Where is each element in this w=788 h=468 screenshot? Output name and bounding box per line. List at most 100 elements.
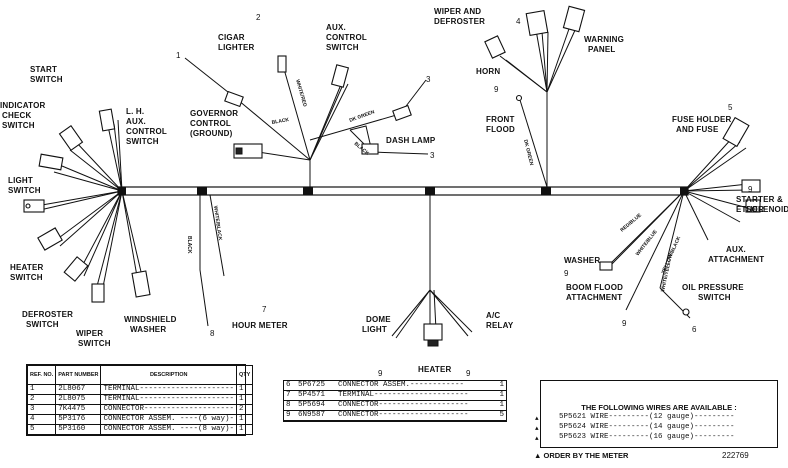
wire-tag-white-blue: WHITE/BLUE: [635, 228, 659, 257]
qty-cell: 1: [492, 400, 506, 411]
part-cell: 7K4475: [55, 404, 102, 415]
wire-tag-black-3: BLACK: [353, 141, 371, 157]
wire-color-tags: BLACK BLACK BLACK DK GREEN DK GREEN WHIT…: [186, 79, 682, 293]
top-right-breakout: [484, 5, 586, 188]
part-cell: 6N9587: [296, 410, 336, 421]
header-part: PART NUMBER: [55, 365, 102, 385]
wire-availability-table: THE FOLLOWING WIRES ARE AVAILABLE : ▲ 5P…: [535, 380, 778, 448]
callout-8: 8: [210, 329, 215, 338]
wire-tag-white-black: WHITE/BLACK: [212, 205, 223, 241]
wire-tag-black-2: BLACK: [186, 236, 192, 254]
left-breakout: [23, 108, 151, 303]
desc-cell: TERMINAL---------------------: [336, 390, 492, 401]
wire-row: 5P5623 WIRE---------(16 gauge)---------: [559, 433, 735, 441]
qty-cell: 1: [235, 394, 254, 405]
desc-cell: CONNECTOR ASSEM. ----(6 way)-: [100, 414, 237, 425]
label-aux-attachment: AUX.ATTACHMENT: [708, 245, 764, 264]
desc-cell: CONNECTOR--------------------: [100, 404, 237, 415]
triangle-marker: ▲: [535, 435, 539, 442]
part-cell: 2L8075: [55, 394, 102, 405]
header-desc: DESCRIPTION: [100, 365, 237, 385]
desc-cell: TERMINAL---------------------: [100, 384, 237, 395]
desc-cell: CONNECTOR--------------------: [336, 410, 492, 421]
part-cell: 5P3160: [55, 424, 102, 435]
callout-numbers: 1 2 3 3 4 5 6 7 8 9 9 9 9 9 9: [176, 13, 753, 378]
ref-cell: 2: [26, 394, 57, 405]
callout-9b: 9: [564, 269, 569, 278]
wire-part: 5P5621: [559, 413, 587, 421]
wire-tag-red-blue: RED/BLUE: [619, 212, 643, 233]
ref-cell: 3: [26, 404, 57, 415]
wire-part: 5P5624: [559, 423, 587, 431]
ref-cell: 1: [26, 384, 57, 395]
ref-cell: 5: [26, 424, 57, 435]
ref-cell: 9: [284, 410, 296, 421]
callout-9e: 9: [466, 369, 471, 378]
label-washer: WASHER: [564, 256, 600, 265]
ref-cell: 8: [284, 400, 296, 411]
qty-cell: 2: [235, 404, 254, 415]
main-harness-trunk: [117, 186, 689, 196]
ref-cell: 4: [26, 414, 57, 425]
desc-cell: CONNECTOR ASSEM. ----(8 way)-: [100, 424, 237, 435]
qty-cell: 1: [235, 424, 254, 435]
callout-2: 2: [256, 13, 261, 22]
triangle-marker: ▲: [535, 425, 539, 432]
part-cell: 5P3176: [55, 414, 102, 425]
header-qty: QTY: [235, 365, 254, 385]
wire-tag-white-red: WHITE/RED: [294, 79, 308, 108]
desc-cell: TERMINAL---------------------: [100, 394, 237, 405]
callout-9f: 9: [748, 185, 753, 194]
part-cell: 2L8067: [55, 384, 102, 395]
part-cell: 5P6725: [296, 381, 336, 391]
wire-tag-black-1: BLACK: [271, 117, 290, 126]
wire-desc: WIRE---------(12 gauge)---------: [590, 413, 735, 421]
header-ref: REF. NO.: [26, 365, 57, 385]
center-left-breakout: [184, 55, 429, 187]
label-starter-ether: STARTER &ETHERSOLENOID: [736, 195, 788, 214]
callout-9c: 9: [622, 319, 627, 328]
qty-cell: 5: [492, 410, 506, 421]
qty-cell: 1: [235, 414, 254, 425]
triangle-marker: ▲: [535, 415, 539, 422]
bottom-breakout: [199, 194, 473, 347]
label-heater: HEATER: [418, 365, 452, 374]
label-hour-meter: HOUR METER: [232, 321, 288, 330]
wire-table-title: THE FOLLOWING WIRES ARE AVAILABLE :: [581, 403, 737, 412]
wire-desc: WIRE---------(16 gauge)---------: [590, 433, 735, 441]
right-breakout: [599, 116, 761, 319]
drawing-number: 222769: [722, 451, 749, 460]
desc-cell: CONNECTOR ASSEM.------------: [336, 381, 492, 391]
ref-cell: 6: [284, 381, 296, 391]
callout-4: 4: [516, 17, 521, 26]
callout-6: 6: [692, 325, 697, 334]
qty-cell: 1: [235, 384, 254, 395]
label-horn: HORN: [476, 67, 500, 76]
callout-9d: 9: [378, 369, 383, 378]
